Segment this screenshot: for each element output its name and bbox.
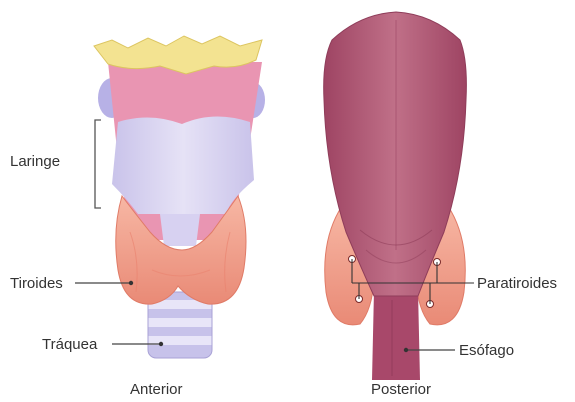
label-esophagus: Esófago <box>459 343 514 358</box>
esophagus <box>372 290 420 380</box>
cricoid <box>160 214 200 246</box>
thyroid-leader-dot <box>129 281 133 285</box>
label-larynx: Laringe <box>10 154 60 169</box>
esophagus-leader-dot <box>404 348 408 352</box>
posterior-view <box>324 12 474 380</box>
view-label-anterior: Anterior <box>130 382 183 397</box>
label-parathyroids: Paratiroides <box>477 276 557 291</box>
larynx-bracket <box>95 120 101 208</box>
label-trachea: Tráquea <box>42 337 97 352</box>
laryngeal-cartilage <box>112 116 254 214</box>
anterior-view <box>75 36 265 358</box>
label-thyroid: Tiroides <box>10 276 63 291</box>
view-label-posterior: Posterior <box>371 382 431 397</box>
trachea-leader-dot <box>159 342 163 346</box>
